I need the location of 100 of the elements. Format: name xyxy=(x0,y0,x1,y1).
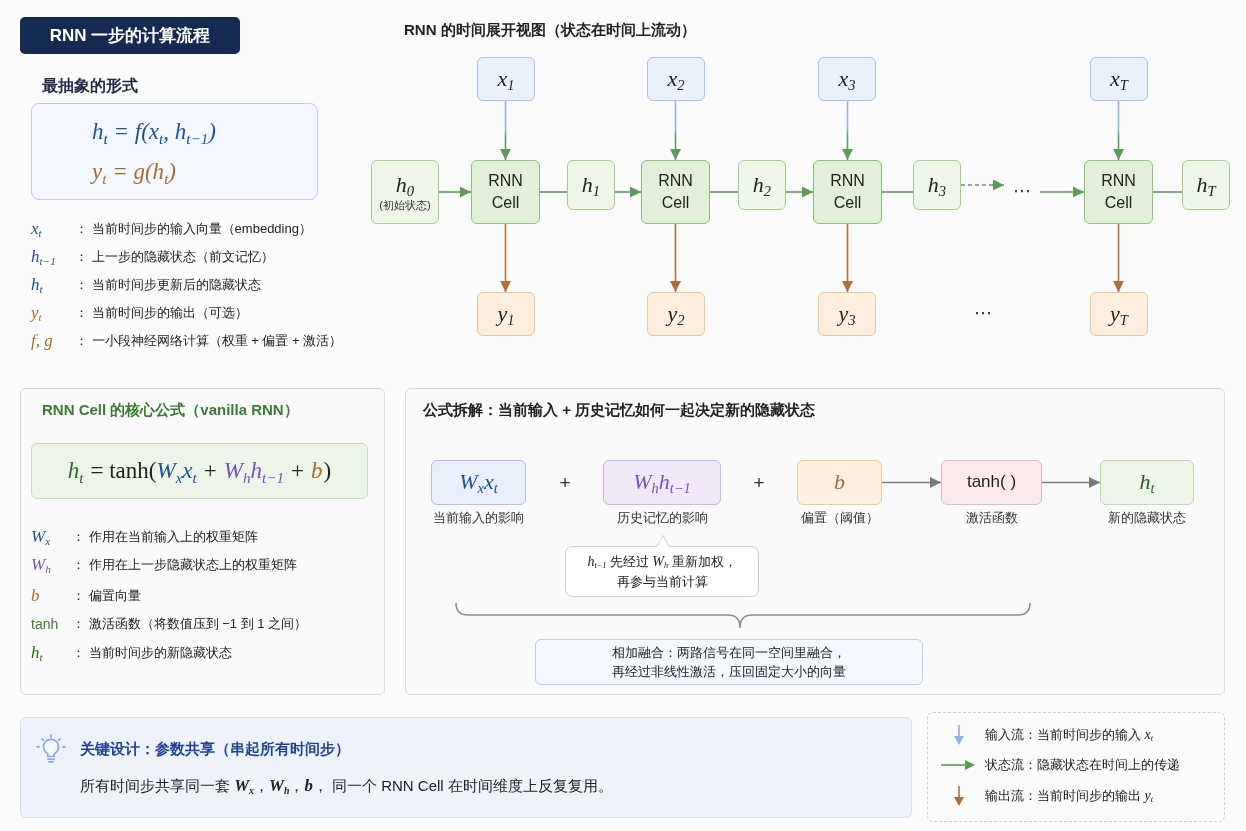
rnn-cell-box xyxy=(471,160,540,224)
definition-text: ： 当前时间步的输出（可选） xyxy=(75,305,248,321)
math-symbol: h$_{3}$ xyxy=(927,171,947,199)
state-note: (初始状态) xyxy=(379,198,431,212)
cell-label: RNN Cell xyxy=(657,170,694,213)
arrow xyxy=(881,477,942,488)
arrow xyxy=(438,186,472,198)
arrow xyxy=(670,223,681,293)
output-box xyxy=(647,292,705,336)
formula-operator: + xyxy=(203,457,217,485)
arrow xyxy=(960,179,1005,191)
math-symbol: x$_{3}$ xyxy=(838,65,856,93)
input-box xyxy=(1090,57,1148,101)
arrow xyxy=(1041,477,1101,488)
input-box xyxy=(477,57,535,101)
term-box xyxy=(603,460,721,505)
arrow xyxy=(842,223,853,293)
arrow xyxy=(670,100,681,161)
formula-text: h$_{t}$ = f(x$_{t}$, h$_{t−1}$) xyxy=(92,117,216,146)
hidden-state-box xyxy=(567,160,615,210)
arrow xyxy=(1039,186,1085,198)
math-symbol: h$_{0}$ xyxy=(395,172,415,199)
title-banner: RNN 一步的计算流程 xyxy=(20,17,240,54)
math-symbol: y$_{1}$ xyxy=(497,300,515,328)
rnn-cell-box xyxy=(813,160,882,224)
formula-term: b xyxy=(311,457,323,485)
formula-term: W$_{h}$h$_{t−1}$ xyxy=(223,457,285,485)
math-symbol: x$_{1}$ xyxy=(497,65,515,93)
rnn-cell-box xyxy=(641,160,710,224)
output-box xyxy=(818,292,876,336)
math-symbol: h$_{t}$ xyxy=(31,274,43,296)
math-term: W$_{h}$h$_{t−1}$ xyxy=(633,469,691,496)
math-symbol: x$_{T}$ xyxy=(1110,65,1128,93)
formula-operator: = tanh( xyxy=(90,457,157,485)
term-description: 激活函数 xyxy=(965,511,1018,526)
term-description: 历史记忆的影响 xyxy=(616,511,708,526)
term-description: 偏置（阈值） xyxy=(800,511,879,526)
math-symbol: h$_{2}$ xyxy=(752,171,772,199)
section-heading: RNN 的时间展开视图（状态在时间上流动） xyxy=(404,21,696,39)
formula-term: h$_{t}$ xyxy=(67,457,84,485)
highlight-box xyxy=(20,717,912,818)
formula-box xyxy=(31,103,318,200)
math-symbol: W$_{x}$ xyxy=(31,526,51,548)
definition-text: ： 当前时间步的输入向量（embedding） xyxy=(75,221,312,237)
term-box xyxy=(431,460,526,505)
formula-operator: + xyxy=(291,457,305,485)
formula-text: y$_{t}$ = g(h$_{t}$) xyxy=(92,157,176,186)
math-symbol: y$_{2}$ xyxy=(667,300,685,328)
highlight-heading: 关键设计：参数共享（串起所有时间步） xyxy=(80,740,350,758)
math-symbol: b xyxy=(31,585,40,607)
panel-heading: 公式拆解：当前输入 + 历史记忆如何一起决定新的隐藏状态 xyxy=(423,401,816,419)
arrow xyxy=(785,186,814,198)
connector-line xyxy=(1152,191,1183,193)
formula-box xyxy=(31,443,368,499)
math-symbol: y$_{T}$ xyxy=(1110,300,1128,328)
arrow xyxy=(614,186,642,198)
panel xyxy=(405,388,1225,695)
hidden-state-box xyxy=(1182,160,1230,210)
math-term: b xyxy=(834,469,845,496)
arrow xyxy=(1113,100,1124,161)
definition-text: ： 激活函数（将数值压到 −1 到 1 之间） xyxy=(72,616,308,632)
plus-sign: + xyxy=(753,471,765,495)
definition-text: ： 作用在上一步隐藏状态上的权重矩阵 xyxy=(72,557,297,573)
input-box xyxy=(818,57,876,101)
math-symbol: h$_{t}$ xyxy=(31,642,43,664)
cell-label: RNN Cell xyxy=(829,170,866,213)
math-symbol: y$_{t}$ xyxy=(31,302,42,324)
hidden-state-box xyxy=(738,160,786,210)
function-box xyxy=(941,460,1042,505)
connector-line xyxy=(539,191,568,193)
callout-text: h$_{t−1}$ 先经过 W$_{h}$ 重新加权，再参与当前计算 xyxy=(586,552,738,591)
connector-line xyxy=(709,191,739,193)
input-box xyxy=(647,57,705,101)
cell-label: RNN Cell xyxy=(1100,170,1137,213)
rnn-cell-box xyxy=(1084,160,1153,224)
output-box xyxy=(477,292,535,336)
term-box xyxy=(1100,460,1194,505)
connector-line xyxy=(881,191,914,193)
function-name: tanh xyxy=(31,615,59,633)
definition-text: ： 当前时间步的新隐藏状态 xyxy=(72,645,232,661)
function-label: tanh( ) xyxy=(966,472,1017,493)
math-symbol: h$_{T}$ xyxy=(1196,171,1216,199)
math-symbol: W$_{h}$ xyxy=(31,554,51,576)
math-symbol: h$_{1}$ xyxy=(581,171,601,199)
formula-term: W$_{x}$x$_{t}$ xyxy=(156,457,197,485)
panel-heading: RNN Cell 的核心公式（vanilla RNN） xyxy=(42,401,299,419)
note-box xyxy=(535,639,923,685)
arrow xyxy=(500,223,511,293)
legend-text: 输出流：当前时间步的输出 y$_{t}$ xyxy=(985,787,1153,805)
definition-text: ： 上一步的隐藏状态（前文记忆） xyxy=(75,249,274,265)
hidden-state-box xyxy=(371,160,439,224)
math-symbol: h$_{t−1}$ xyxy=(31,246,56,268)
callout-bubble xyxy=(565,535,759,597)
arrow xyxy=(842,100,853,161)
cell-label: RNN Cell xyxy=(487,170,524,213)
math-symbol: f, g xyxy=(31,330,53,352)
definition-text: ： 一小段神经网络计算（权重 + 偏置 + 激活） xyxy=(75,333,343,349)
plus-sign: + xyxy=(559,471,571,495)
term-box xyxy=(797,460,882,505)
definition-text: ： 作用在当前输入上的权重矩阵 xyxy=(72,529,258,545)
